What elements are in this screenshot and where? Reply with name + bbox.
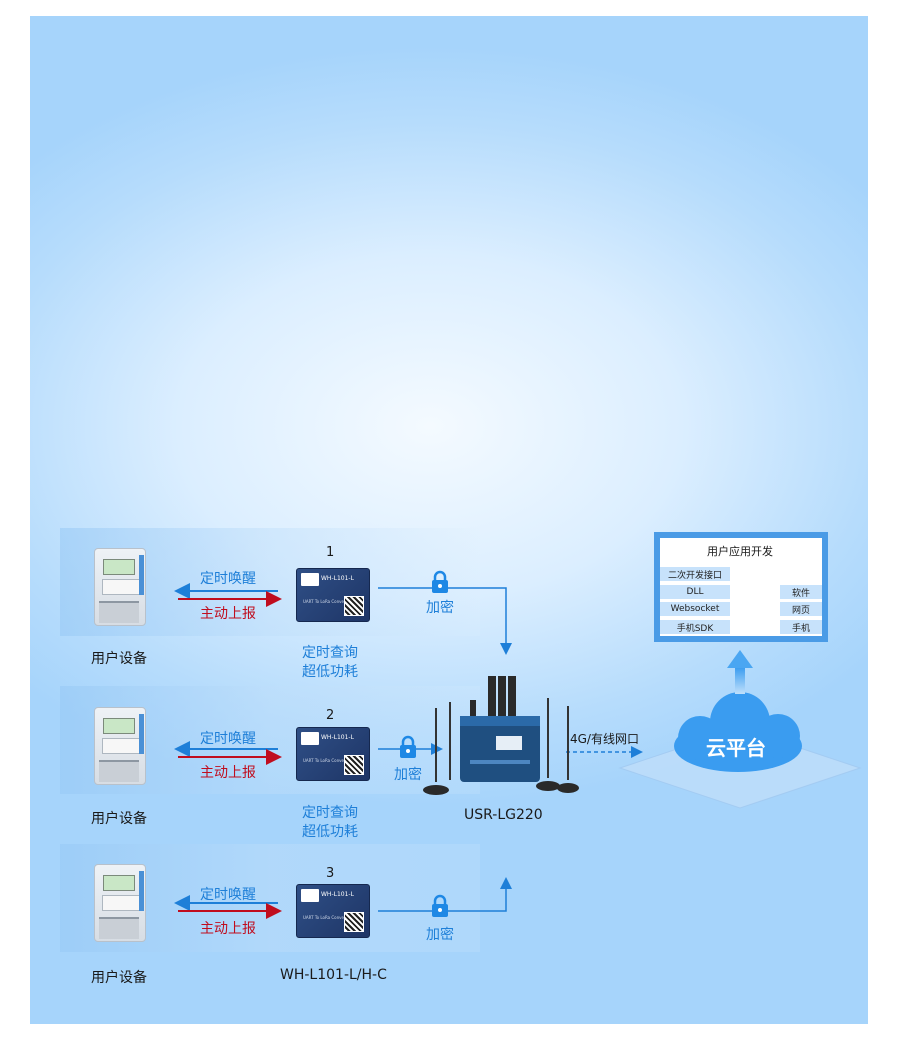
- feature-lowpower-2: 超低功耗: [302, 824, 358, 840]
- up-arrow-shaft: [735, 668, 745, 694]
- feature-query-1: 定时查询: [302, 645, 358, 661]
- lock-icon: [400, 735, 416, 758]
- device-label-1: 用户设备: [91, 651, 147, 667]
- lora-module-2: WH-L101-L UART To LoRa Converter: [296, 727, 370, 781]
- meter-device-3: [94, 864, 146, 942]
- interface-websocket: Websocket: [660, 602, 730, 616]
- module-model-label: WH-L101-L/H-C: [280, 967, 387, 983]
- wake-label-2: 定时唤醒: [200, 731, 256, 747]
- usr-logo-icon: [301, 732, 319, 745]
- usr-logo-icon: [301, 889, 319, 902]
- target-webpage: 网页: [780, 602, 822, 616]
- lock-icon: [432, 894, 448, 917]
- report-label-1: 主动上报: [200, 606, 256, 622]
- feature-lowpower-1: 超低功耗: [302, 664, 358, 680]
- interface-mobile-sdk: 手机SDK: [660, 620, 730, 634]
- row-number-1: 1: [326, 545, 335, 560]
- encrypt-label-3: 加密: [426, 927, 454, 943]
- target-mobile: 手机: [780, 620, 822, 634]
- device-label-2: 用户设备: [91, 811, 147, 827]
- wake-label-3: 定时唤醒: [200, 887, 256, 903]
- uplink-label: 4G/有线网口: [570, 732, 639, 746]
- lora-module-1: WH-L101-L UART To LoRa Converter: [296, 568, 370, 622]
- wake-label-1: 定时唤醒: [200, 571, 256, 587]
- qr-code-icon: [344, 755, 364, 775]
- qr-code-icon: [344, 596, 364, 616]
- target-software: 软件: [780, 585, 822, 599]
- encrypt-label-2: 加密: [394, 767, 422, 783]
- gateway-model-label: USR-LG220: [464, 807, 543, 823]
- row-number-3: 3: [326, 866, 335, 881]
- gateway-device: [423, 676, 579, 795]
- meter-device-1: [94, 548, 146, 626]
- api-header-cell: 二次开发接口: [660, 567, 730, 581]
- row-number-2: 2: [326, 708, 335, 723]
- panel-title: 用户应用开发: [707, 545, 773, 558]
- link-1: [378, 587, 512, 655]
- encrypt-label-1: 加密: [426, 600, 454, 616]
- link-3: [378, 877, 512, 912]
- meter-device-2: [94, 707, 146, 785]
- device-label-3: 用户设备: [91, 970, 147, 986]
- feature-query-2: 定时查询: [302, 805, 358, 821]
- usr-logo-icon: [301, 573, 319, 586]
- lora-module-3: WH-L101-L UART To LoRa Converter: [296, 884, 370, 938]
- cloud-shape: [674, 692, 802, 772]
- report-label-2: 主动上报: [200, 765, 256, 781]
- report-label-3: 主动上报: [200, 921, 256, 937]
- interface-dll: DLL: [660, 585, 730, 599]
- lock-icon: [432, 570, 448, 593]
- qr-code-icon: [344, 912, 364, 932]
- cloud-platform-label: 云平台: [706, 736, 766, 760]
- up-arrow-head: [727, 650, 753, 668]
